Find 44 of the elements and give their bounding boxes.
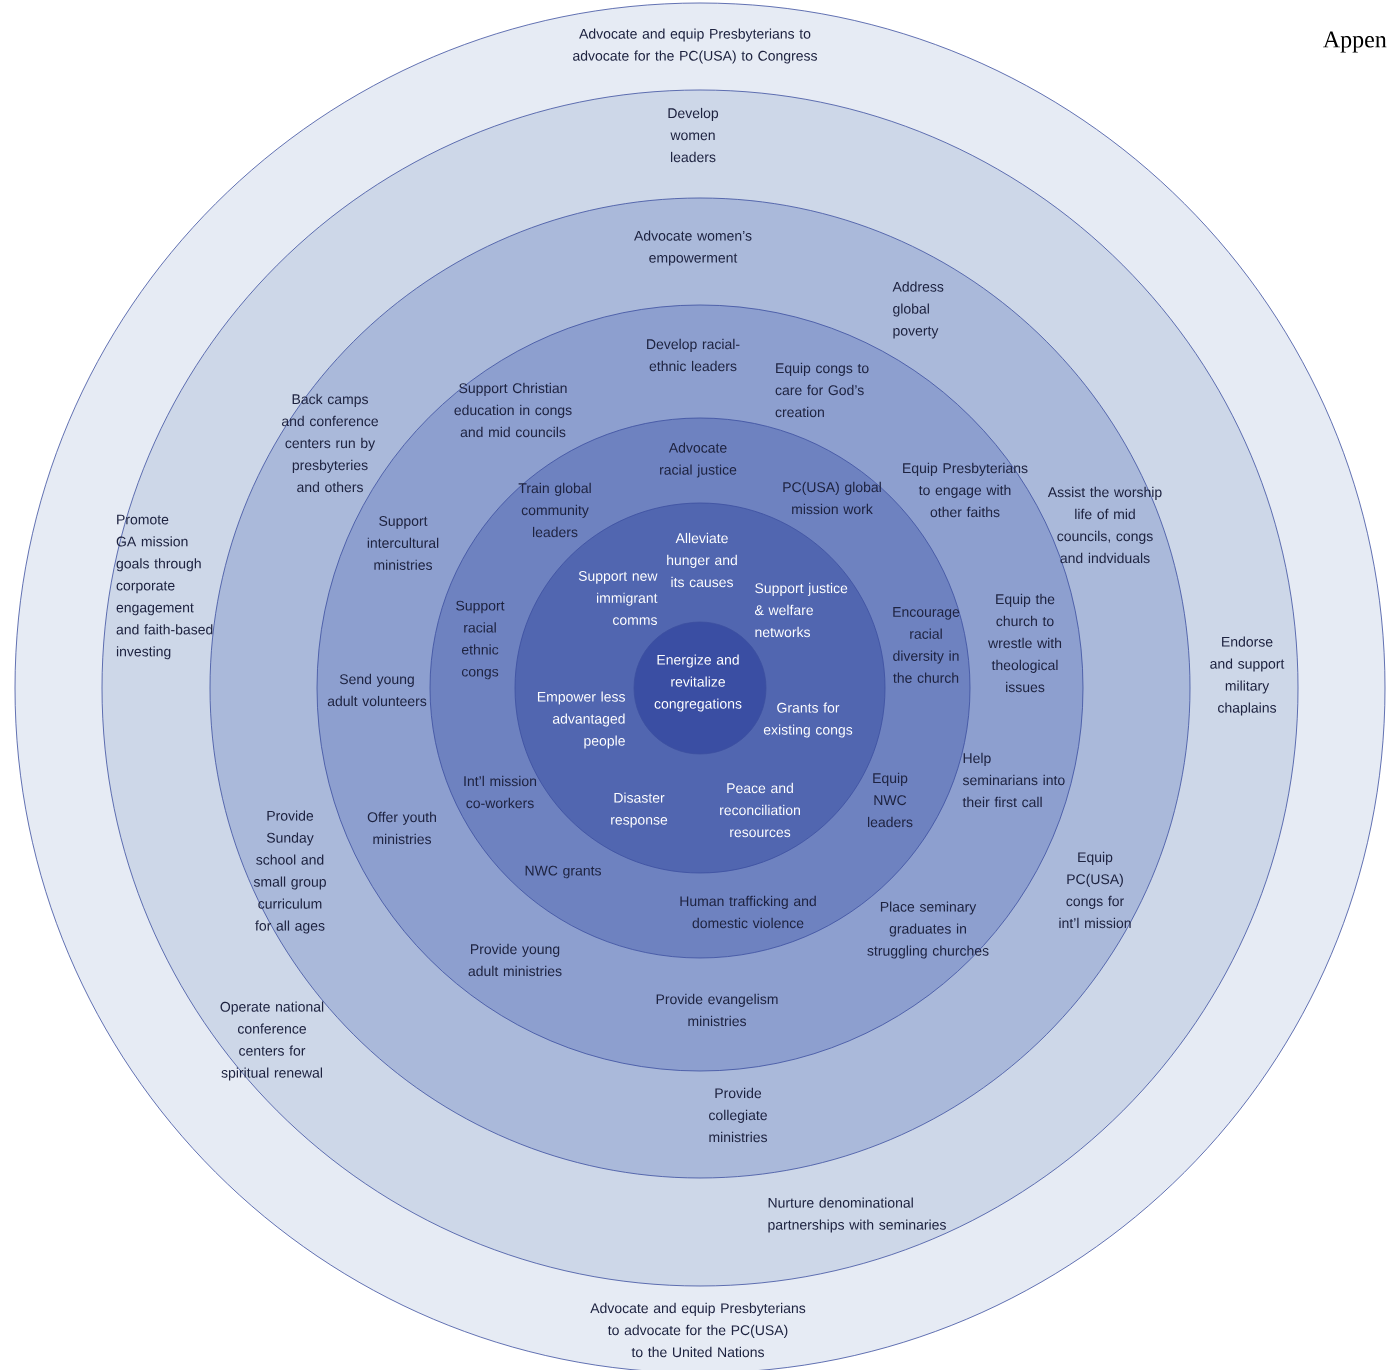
ring-text: Train global community leaders — [518, 482, 591, 538]
ring-text: Equip congs to care for God’s creation — [775, 362, 869, 418]
ring-text: Support Christian education in congs and mid councils — [454, 382, 572, 438]
ring-text: Human trafficking and domestic violence — [680, 895, 816, 929]
ring-text: Peace and reconciliation resources — [720, 782, 800, 838]
ring-text: Encourage racial diversity in the church — [893, 607, 960, 683]
ring-text: Address global poverty — [892, 281, 944, 339]
ring-text: Advocate and equip Presbyterians to advocate for the PC(USA) to the United Nations — [590, 1302, 806, 1358]
ring-text: Provide evangelism ministries — [656, 993, 778, 1027]
ring-text: Grants for existing congs — [763, 702, 853, 738]
page-heading: Appen — [1323, 31, 1387, 53]
ring-text: Equip PC(USA) congs for int’l mission — [1059, 851, 1131, 929]
ring-text: Develop women leaders — [668, 107, 719, 163]
ring-text: Nurture denominational partnerships with seminaries — [768, 1197, 946, 1233]
ring-text: Promote GA mission goals through corporate engagement and faith-based investing — [116, 514, 213, 660]
ring-text: Advocate women’s empowerment — [634, 230, 752, 266]
ring-text: Support justice & welfare networks — [755, 582, 848, 638]
ring-text: NWC grants — [525, 865, 601, 879]
ring-text: Provide Sunday school and small group curriculum for all ages — [253, 810, 326, 934]
ring-text: Assist the worship life of mid councils, congs and indviduals — [1047, 486, 1162, 564]
ring-text: Support racial ethnic congs — [456, 600, 505, 680]
ring-text: Alleviate hunger and its causes — [667, 532, 737, 588]
ring-text: Equip the church to wrestle with theological issues — [988, 593, 1062, 693]
ring-text: Support intercultural ministries — [367, 516, 439, 570]
ring-text: Help seminarians into their first call — [962, 752, 1065, 808]
ring-text: Advocate racial justice — [660, 442, 737, 478]
ring-text: Provide young adult ministries — [468, 943, 562, 977]
ring-text: Int’l mission co-workers — [464, 775, 537, 809]
ring-text: Endorse and support military chaplains — [1210, 636, 1285, 716]
ring-text: Develop racial-ethnic leaders — [647, 338, 740, 372]
ring-text: Place seminary graduates in struggling churches — [867, 901, 989, 959]
ring-text: Offer youth ministries — [367, 811, 436, 845]
ring-text: Operate national conference centers for spiritual renewal — [220, 1001, 324, 1081]
ring-text: PC(USA) global mission work — [783, 481, 881, 515]
ring-text: Provide collegiate ministries — [709, 1087, 768, 1143]
ring-text: Advocate and equip Presbyterians to advocate for the PC(USA) to Congress — [573, 28, 817, 64]
ring-text: Support new immigrant comms — [578, 571, 658, 625]
ring-text: Disaster response — [611, 792, 668, 828]
ring-text: Empower less advantaged people — [537, 691, 625, 749]
ring-text: Send young adult volunteers — [327, 673, 427, 707]
ring-text: Equip Presbyterians to engage with other faiths — [903, 462, 1028, 518]
ring-text: Equip NWC leaders — [868, 772, 913, 828]
ring-text: Back camps and conference centers run by presbyteries and others — [281, 393, 378, 493]
ring-text: Energize and revitalize congregations — [654, 654, 742, 712]
